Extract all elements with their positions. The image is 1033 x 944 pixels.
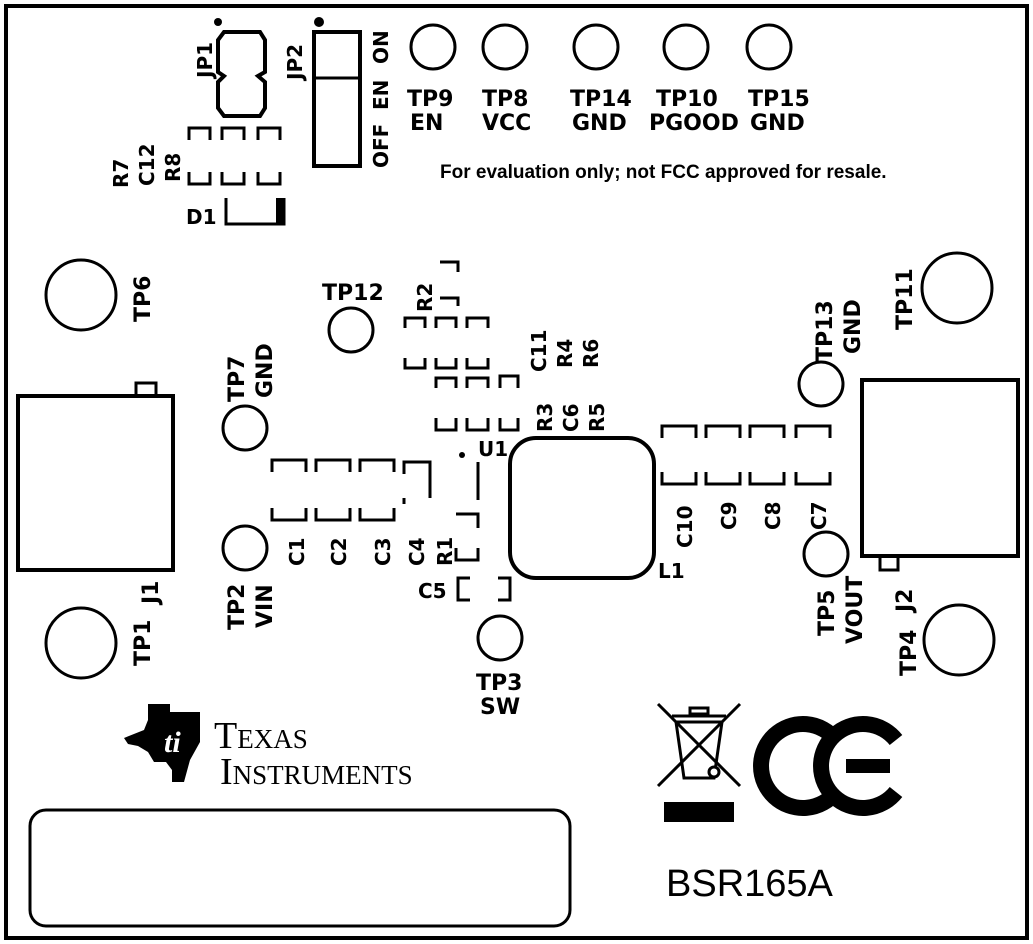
d1-footprint (224, 198, 286, 226)
tp1-label: TP1 (131, 620, 156, 666)
tp3-label: TP3 (476, 671, 522, 696)
tp13-signal: GND (841, 299, 866, 354)
c7-c10-footprints (660, 424, 832, 486)
j2-connector (860, 378, 1020, 572)
tp3-signal: SW (480, 695, 520, 720)
d1-label: D1 (186, 205, 217, 229)
tp5-signal: VOUT (843, 576, 868, 644)
tp8-pad[interactable] (481, 23, 529, 71)
c12-label: C12 (135, 143, 159, 186)
tp1-pad[interactable] (44, 606, 118, 680)
r7-c12-r8-footprints (187, 126, 282, 186)
tp7-signal: GND (253, 343, 278, 398)
jp1-footprint (214, 18, 267, 118)
c1-label: C1 (285, 537, 309, 566)
l1-inductor (508, 436, 656, 580)
c9-label: C9 (717, 501, 741, 530)
r4-label: R4 (553, 339, 577, 368)
tp14-label: TP14 (570, 87, 632, 112)
svg-text:ti: ti (164, 726, 181, 759)
tp14-signal: GND (572, 111, 627, 136)
c2-label: C2 (327, 537, 351, 566)
u1-label: U1 (478, 437, 508, 461)
tp10-label: TP10 (656, 87, 718, 112)
weee-crossed-bin-icon (656, 702, 742, 822)
c6-label: C6 (559, 403, 583, 432)
tp15-label: TP15 (748, 87, 810, 112)
c3-label: C3 (371, 537, 395, 566)
c10-label: C10 (673, 505, 697, 548)
tp10-signal: PGOOD (649, 111, 739, 136)
fcc-notice: For evaluation only; not FCC approved fo… (440, 162, 887, 183)
tp8-signal: VCC (482, 111, 531, 136)
tp6-pad[interactable] (44, 258, 118, 332)
tp5-label: TP5 (815, 590, 840, 636)
tp2-signal: VIN (253, 584, 278, 628)
tp2-label: TP2 (225, 584, 250, 630)
jp1-label: JP1 (193, 42, 217, 80)
jp2-footprint (312, 17, 362, 168)
tp8-label: TP8 (482, 87, 528, 112)
tp7-pad[interactable] (221, 404, 269, 452)
c5-label: C5 (418, 579, 447, 603)
j1-label: J1 (139, 581, 164, 607)
r5-label: R5 (585, 403, 609, 432)
board-outline (4, 4, 1029, 940)
tp6-label: TP6 (131, 276, 156, 322)
tp9-pad[interactable] (409, 23, 457, 71)
tp15-signal: GND (750, 111, 805, 136)
jp2-en-label: EN (369, 80, 393, 110)
tp7-label: TP7 (225, 356, 250, 402)
tp10-pad[interactable] (662, 23, 710, 71)
tp12-label: TP12 (322, 281, 384, 306)
board-model: BSR165A (666, 863, 834, 905)
u1-pin1-dot (459, 452, 465, 458)
j2-label: J2 (893, 589, 918, 615)
ti-wordmark-line1: Texas (214, 715, 308, 757)
tp4-label: TP4 (897, 630, 922, 676)
tp11-label: TP11 (893, 268, 918, 330)
r2-r4-r6-c11-footprints (403, 260, 520, 432)
tp9-signal: EN (410, 111, 443, 136)
jp2-off-label: OFF (369, 124, 393, 168)
tp15-pad[interactable] (745, 23, 793, 71)
c5-footprint (456, 576, 512, 602)
tp2-pad[interactable] (221, 524, 269, 572)
tp13-pad[interactable] (797, 360, 845, 408)
ti-wordmark-line2: Instruments (220, 751, 413, 793)
tp14-pad[interactable] (572, 23, 620, 71)
jp2-label: JP2 (283, 44, 307, 82)
c1-c4-footprints (270, 458, 480, 562)
serial-label-area (28, 808, 572, 928)
ti-logo-icon: ti (124, 704, 200, 782)
tp5-pad[interactable] (802, 530, 850, 578)
tp9-label: TP9 (407, 87, 453, 112)
r6-label: R6 (579, 339, 603, 368)
r2-label: R2 (413, 283, 437, 312)
tp4-pad[interactable] (922, 603, 996, 677)
c7-label: C7 (807, 501, 831, 530)
jp2-on-label: ON (369, 30, 393, 64)
tp12-pad[interactable] (327, 306, 375, 354)
r7-label: R7 (109, 159, 133, 188)
c8-label: C8 (761, 501, 785, 530)
j1-connector (16, 381, 175, 572)
tp13-label: TP13 (813, 300, 838, 362)
c4-label: C4 (405, 537, 429, 566)
r8-label: R8 (161, 153, 185, 182)
c11-label: C11 (527, 329, 551, 372)
l1-label: L1 (658, 559, 685, 583)
r1-label: R1 (433, 537, 457, 566)
r3-label: R3 (533, 403, 557, 432)
tp11-pad[interactable] (920, 251, 994, 325)
tp3-pad[interactable] (476, 614, 524, 662)
ce-mark-icon (753, 716, 903, 816)
